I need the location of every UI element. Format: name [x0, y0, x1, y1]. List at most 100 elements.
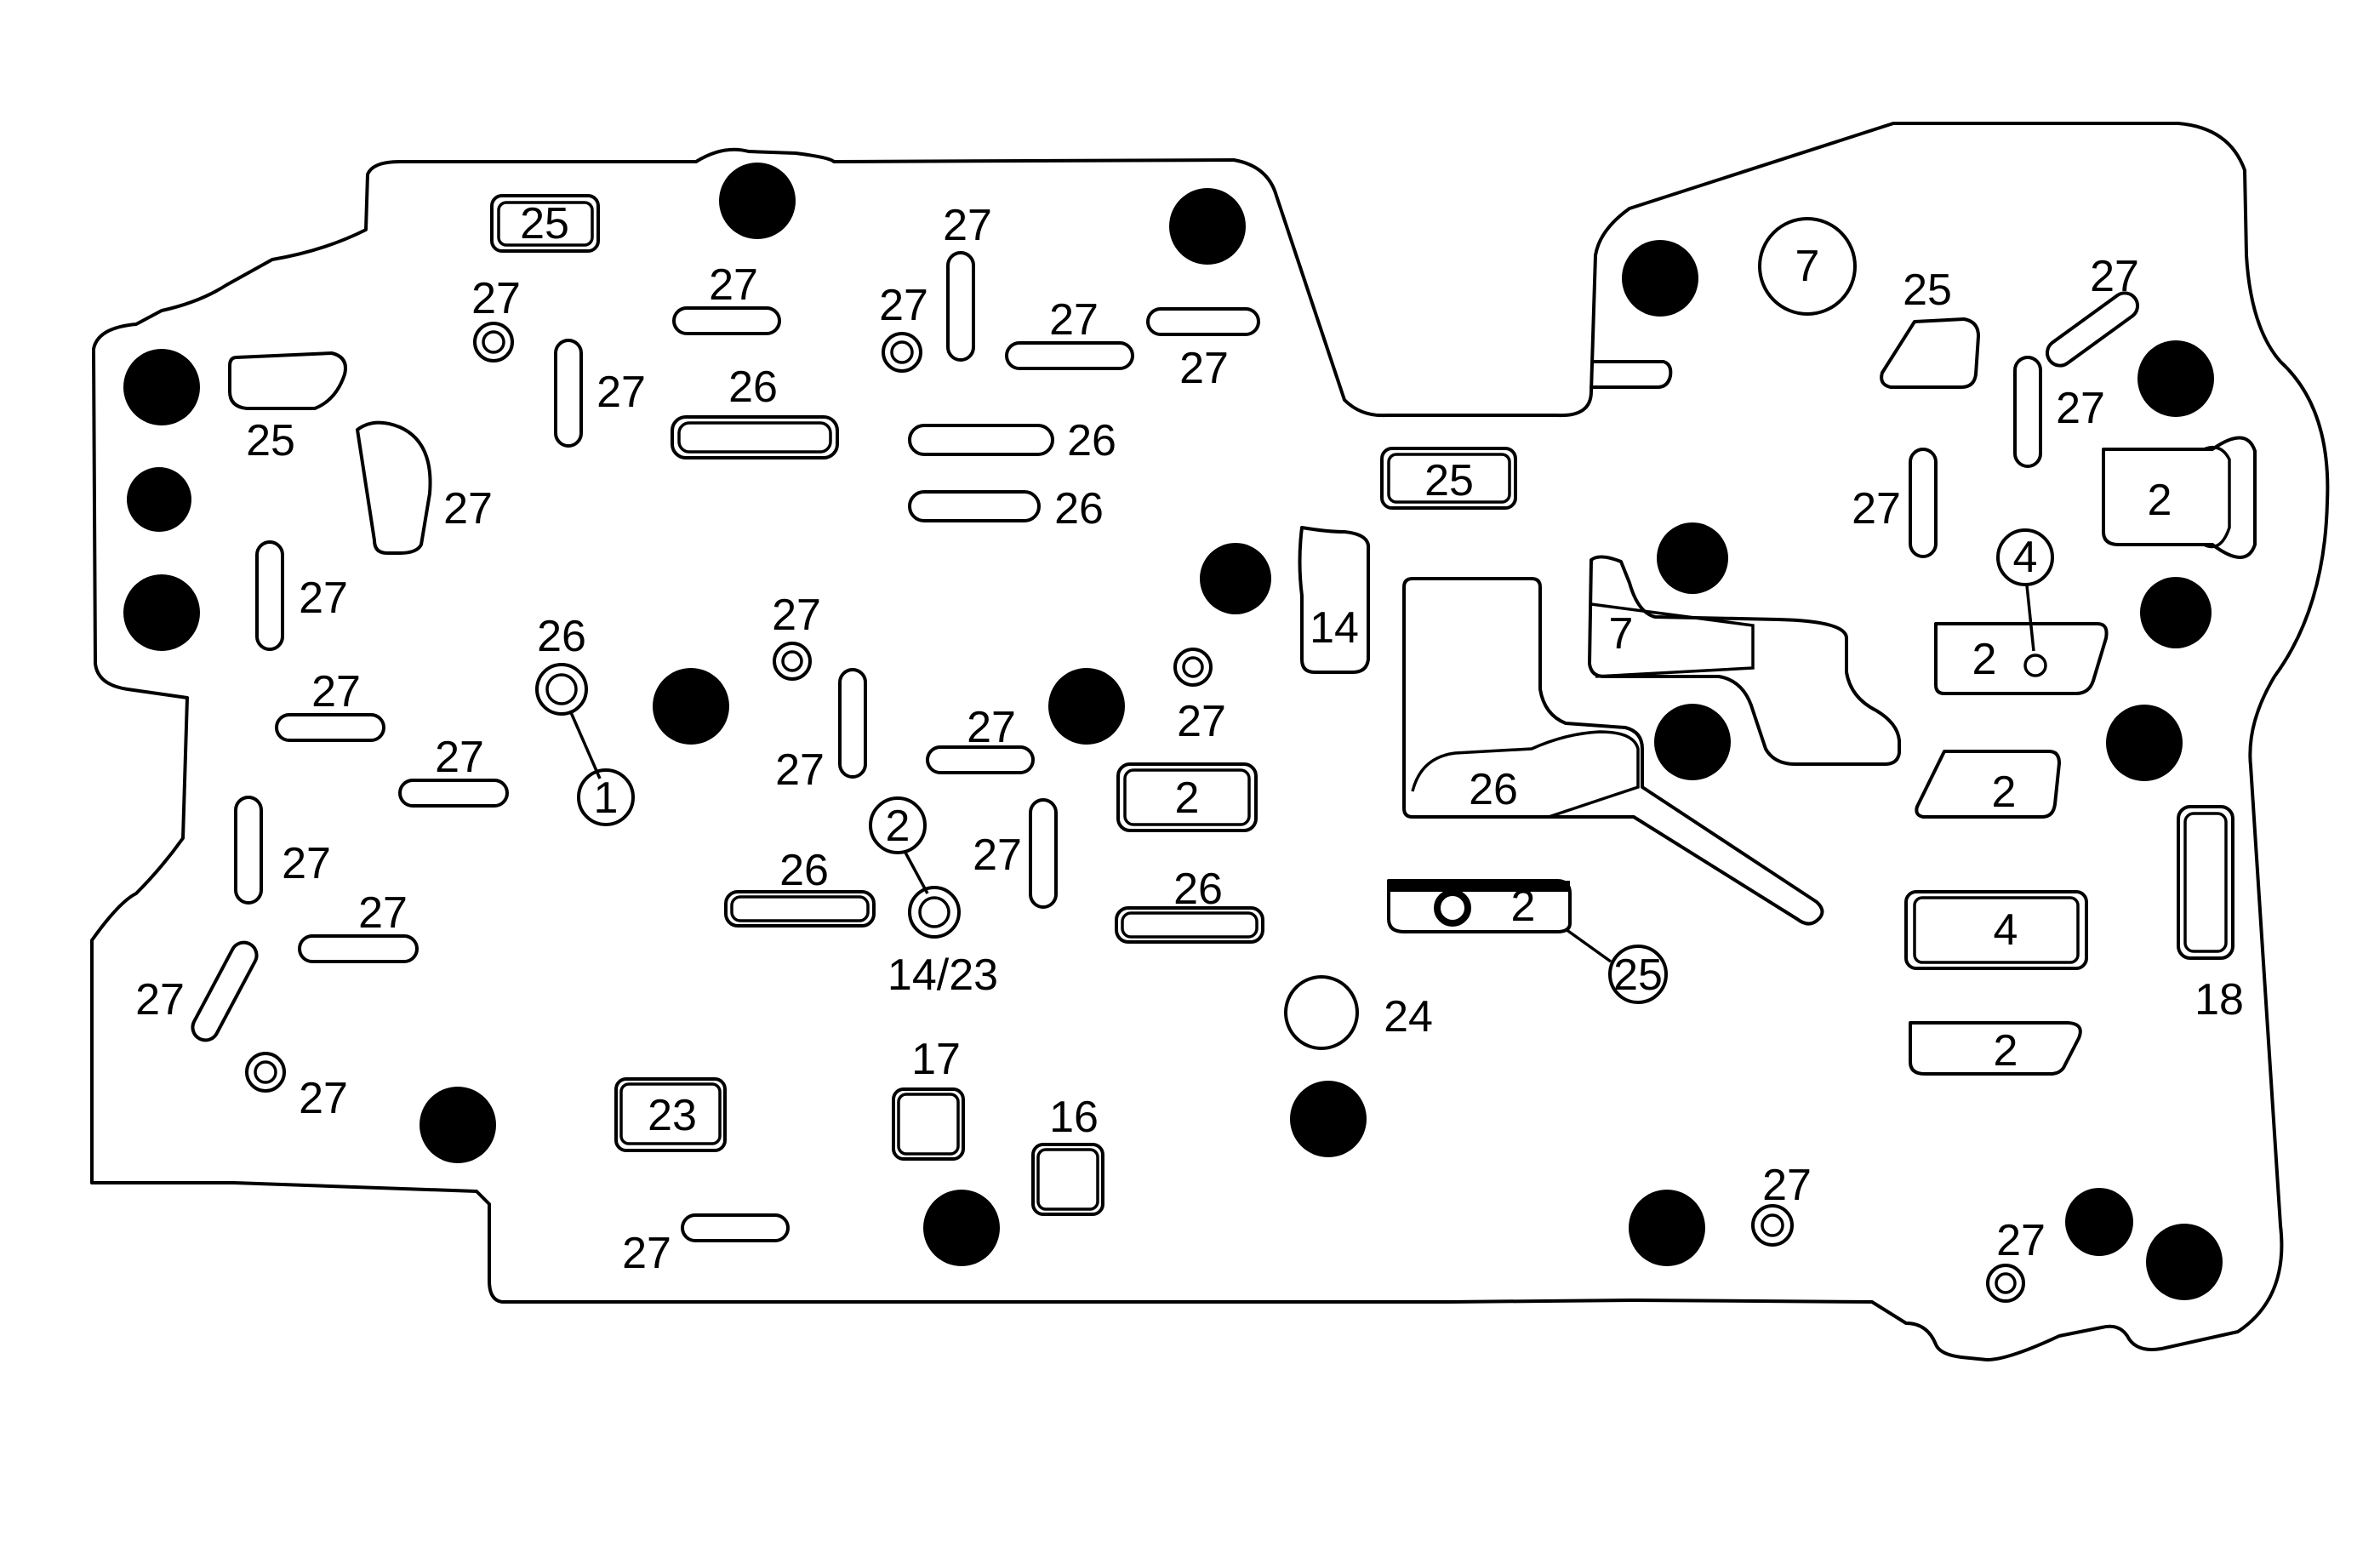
- long-slot: [1115, 906, 1264, 944]
- ring-hole: [254, 1060, 277, 1084]
- long-slot: [724, 890, 876, 928]
- bolt-hole: [1200, 543, 1271, 614]
- slots: [191, 251, 2140, 1242]
- pad-25-left: [228, 351, 347, 410]
- long-slot: [677, 421, 832, 454]
- label-27: 27: [135, 975, 185, 1025]
- pad-2-lower-right: [1915, 750, 2061, 819]
- bolt-holes: [123, 163, 2223, 1300]
- leader-line: [1564, 928, 1612, 963]
- ring-hole: [482, 330, 505, 354]
- slot: [191, 940, 259, 1042]
- label-2: 2: [1511, 882, 1536, 931]
- long-slots: [671, 415, 1264, 944]
- pad-26-inner: [1411, 730, 1640, 819]
- label-14: 14: [1310, 603, 1359, 653]
- bolt-hole: [1169, 188, 1246, 265]
- label-26: 26: [537, 612, 586, 661]
- pad-25-center: [1387, 453, 1511, 504]
- bolt-hole: [1629, 1190, 1705, 1266]
- pads: [228, 194, 2257, 1216]
- label-4: 4: [2013, 533, 2038, 582]
- slot: [1909, 448, 1938, 558]
- ring-hole: [918, 896, 950, 928]
- slot: [838, 668, 867, 779]
- label-27: 27: [2056, 384, 2105, 433]
- ring-hole: [245, 1052, 286, 1093]
- label-27: 27: [299, 1074, 348, 1123]
- label-7: 7: [1795, 242, 1820, 291]
- label-27: 27: [435, 733, 484, 782]
- pad-4-right: [1913, 896, 2080, 964]
- ring-hole: [1751, 1204, 1794, 1247]
- bolt-hole: [1290, 1081, 1367, 1157]
- pad-2-mid-right: [1934, 622, 2109, 695]
- pad-16: [1036, 1148, 1099, 1211]
- label-27: 27: [622, 1229, 671, 1278]
- ring-hole: [473, 322, 514, 362]
- label-27: 27: [973, 831, 1022, 880]
- ring-hole: [1761, 1213, 1784, 1237]
- label-26: 26: [1469, 765, 1518, 814]
- ring-hole: [545, 673, 578, 705]
- label-2: 2: [1972, 635, 1997, 684]
- bolt-hole: [2106, 705, 2183, 781]
- callout-2: [869, 796, 927, 854]
- label-26: 26: [1173, 865, 1223, 914]
- pad-17: [897, 1093, 960, 1156]
- slot: [681, 1213, 790, 1242]
- label-2: 2: [2148, 476, 2172, 525]
- bolt-hole: [127, 467, 191, 532]
- pad-2-bottom-right: [1909, 1021, 2082, 1076]
- label-1: 1: [594, 773, 619, 823]
- leader-line: [2025, 585, 2035, 652]
- slot: [1005, 341, 1134, 370]
- label-25: 25: [246, 416, 295, 465]
- pad-18: [2177, 805, 2234, 960]
- label-24: 24: [1384, 992, 1433, 1042]
- leader-line: [903, 850, 929, 894]
- label-27: 27: [311, 667, 361, 716]
- label-27: 27: [443, 484, 493, 534]
- bolt-hole: [1622, 240, 1698, 317]
- label-27: 27: [879, 281, 928, 330]
- slot: [926, 745, 1035, 774]
- pad-2-center: [1116, 762, 1258, 832]
- label-27: 27: [1762, 1161, 1812, 1210]
- label-26: 26: [1054, 484, 1104, 534]
- bolt-hole: [2140, 577, 2212, 648]
- bolt-hole: [123, 349, 200, 425]
- ring-hole: [1995, 1272, 2017, 1294]
- large-hole: [1284, 975, 1359, 1050]
- plate-outline: [90, 122, 2330, 1361]
- bolt-hole: [1654, 704, 1731, 780]
- label-27: 27: [709, 260, 758, 310]
- label-7: 7: [1609, 609, 1634, 659]
- bolt-hole: [2137, 340, 2214, 417]
- pad-18: [2183, 812, 2228, 953]
- pad-7-inner: [1590, 602, 1755, 678]
- label-2: 2: [886, 802, 910, 851]
- ring-hole: [1182, 656, 1204, 678]
- bolt-hole: [653, 668, 729, 745]
- pad-2-center: [1123, 768, 1251, 826]
- pad-14: [1298, 526, 1371, 674]
- label-27: 27: [1852, 484, 1901, 534]
- label-17: 17: [911, 1035, 961, 1084]
- pad-25-top: [490, 194, 600, 253]
- slot: [1146, 307, 1260, 336]
- label-27: 27: [967, 703, 1016, 752]
- label-27: 27: [358, 888, 408, 938]
- bolt-hole: [2065, 1188, 2133, 1256]
- label-26: 26: [779, 846, 829, 895]
- pad-25-center: [1380, 447, 1517, 510]
- slot: [672, 306, 781, 335]
- label-26: 26: [1067, 416, 1116, 465]
- label-27: 27: [596, 368, 646, 417]
- long-slot: [908, 424, 1054, 456]
- callout-4-ring: [2023, 654, 2047, 677]
- ring-hole: [535, 663, 588, 716]
- pad-23: [619, 1082, 722, 1145]
- pad-27-teardrop: [356, 420, 432, 555]
